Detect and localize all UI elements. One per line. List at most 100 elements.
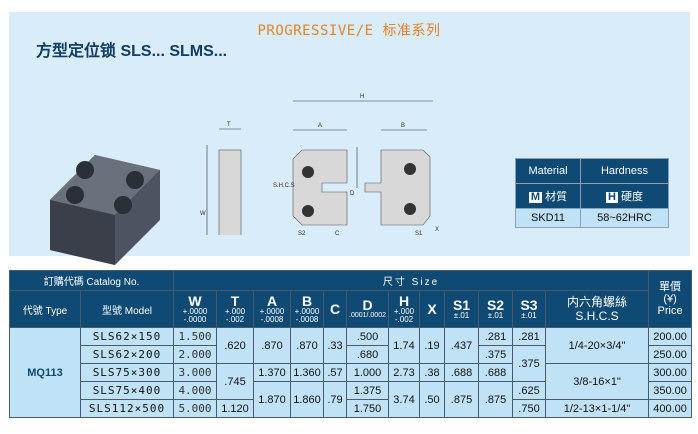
s2-cell: .688 — [478, 363, 513, 382]
table-row: SLS75×300 3.000 .745 1.370 1.360 .57 1.0… — [10, 363, 693, 400]
model-cell: SLS112×500 — [80, 399, 174, 418]
a-cell: 1.870 — [253, 381, 291, 418]
material-value: SKD11 — [515, 208, 581, 228]
hardness-header: Hardness — [580, 158, 669, 184]
x-cell: .19 — [419, 327, 445, 364]
series-title: PROGRESSIVE/E 标准系列 — [257, 23, 441, 39]
table-row: SLS62×200 2.000 .680 .375 .375 250.00 — [10, 345, 693, 382]
a-cell: .870 — [253, 327, 291, 364]
material-cn: 材質 — [545, 191, 568, 203]
shcs-cell: 1/4-20×3/4" — [544, 327, 650, 364]
catalog-header: 訂購代碼 Catalog No. — [9, 270, 174, 291]
w-cell: 2.000 — [173, 345, 217, 364]
label-shcs: S.H.C.S — [273, 183, 295, 189]
t-cell: 1.120 — [216, 399, 254, 418]
m-badge: M — [528, 191, 543, 203]
price-cell: 400.00 — [648, 399, 693, 418]
a-cell: 1.370 — [253, 363, 291, 382]
h-header: H+.000-.002 — [388, 290, 420, 328]
shcs-cell: 3/8-16×1" — [544, 363, 650, 400]
s3-cell: .750 — [512, 399, 546, 418]
b-cell: 1.860 — [290, 381, 324, 418]
s2-cell: .875 — [478, 381, 513, 418]
hardness-value: 58~62HRC — [580, 208, 669, 228]
label-d: D — [350, 191, 355, 197]
model-header: 型號 Model — [80, 290, 174, 328]
shcs-cell: 1/2-13×1-1/4" — [544, 399, 650, 418]
s2-header: S2±.01 — [478, 290, 513, 328]
a-header: A+.0000-.0008 — [253, 290, 291, 328]
x-cell: .50 — [419, 381, 445, 418]
label-t: T — [227, 122, 231, 128]
w-cell: 4.000 — [173, 381, 217, 400]
table-row: SLS75×400 4.000 1.870 1.860 .79 1.375 3.… — [10, 381, 693, 418]
t-cell: .745 — [216, 363, 254, 400]
c-cell: .57 — [323, 363, 347, 382]
s2-cell: .375 — [478, 345, 513, 364]
d-cell: 1.750 — [346, 399, 389, 418]
label-a: A — [318, 123, 322, 129]
model-cell: SLS62×200 — [80, 345, 174, 364]
c-cell: .33 — [323, 327, 347, 364]
x-header: X — [419, 290, 445, 328]
h-cell: 1.74 — [388, 327, 420, 364]
model-cell: SLS75×300 — [80, 363, 174, 382]
c-cell: .79 — [323, 381, 347, 418]
s3-cell: .625 — [512, 381, 546, 400]
c-header: C — [323, 290, 347, 328]
label-x: X — [435, 227, 439, 233]
model-cell: SLS62×150 — [80, 327, 174, 346]
s1-header: S1±.01 — [444, 290, 479, 328]
w-cell: 3.000 — [173, 363, 217, 382]
price-cell: 250.00 — [648, 345, 693, 364]
d-header: D.0001/.0002 — [346, 290, 389, 328]
label-c: C — [335, 231, 340, 235]
type-cell: MQ113 — [9, 327, 81, 418]
h-cell: 2.73 — [388, 363, 420, 382]
t-cell: .620 — [216, 327, 254, 364]
hardness-cn: 硬度 — [620, 191, 643, 203]
h-badge: H — [606, 191, 618, 203]
material-header: Material — [515, 158, 581, 184]
spec-table: 訂購代碼 Catalog No. 尺寸 Size 單價(¥)Price 代號 T… — [9, 270, 693, 418]
table-row: SLS112×500 5.000 1.120 1.750 .750 1/2-13… — [10, 399, 693, 418]
s3-cell: .281 — [512, 327, 546, 346]
technical-drawing: H A B T W D S.H.C.S S3 S2 C S1 X — [200, 94, 439, 235]
w-cell: 5.000 — [173, 399, 217, 418]
type-header: 代號 Type — [9, 290, 81, 328]
h-cell: 3.74 — [388, 381, 420, 418]
product-photo — [50, 155, 160, 265]
s3-header: S3±.01 — [512, 290, 546, 328]
s3-cell: .375 — [512, 345, 546, 382]
d-cell: .500 — [346, 327, 389, 346]
label-w: W — [200, 211, 206, 217]
price-cell: 300.00 — [648, 363, 693, 382]
label-b: B — [401, 123, 405, 129]
table-row: MQ113 SLS62×150 1.500 .620 .870 .870 .33… — [9, 327, 693, 418]
s1-cell: .875 — [444, 381, 479, 418]
x-cell: .38 — [419, 363, 445, 382]
price-cell: 350.00 — [648, 381, 693, 400]
d-cell: .680 — [346, 345, 389, 364]
w-cell: 1.500 — [173, 327, 217, 346]
s2-cell: .281 — [478, 327, 513, 346]
s1-cell: .688 — [444, 363, 479, 382]
price-header: 單價(¥)Price — [648, 270, 693, 328]
label-s2: S2 — [298, 231, 306, 235]
b-cell: 1.360 — [290, 363, 324, 382]
b-cell: .870 — [290, 327, 324, 364]
size-header: 尺寸 Size — [172, 270, 650, 291]
s1-cell: .437 — [444, 327, 479, 364]
label-s1: S1 — [415, 231, 423, 235]
d-cell: 1.375 — [346, 381, 389, 400]
label-h: H — [360, 94, 364, 100]
model-cell: SLS75×400 — [80, 381, 174, 400]
page-title: 方型定位锁 SLS... SLMS... — [36, 43, 228, 60]
b-header: B+.0000-.0008 — [290, 290, 324, 328]
t-header: T+.000-.002 — [216, 290, 254, 328]
price-cell: 200.00 — [648, 327, 693, 346]
